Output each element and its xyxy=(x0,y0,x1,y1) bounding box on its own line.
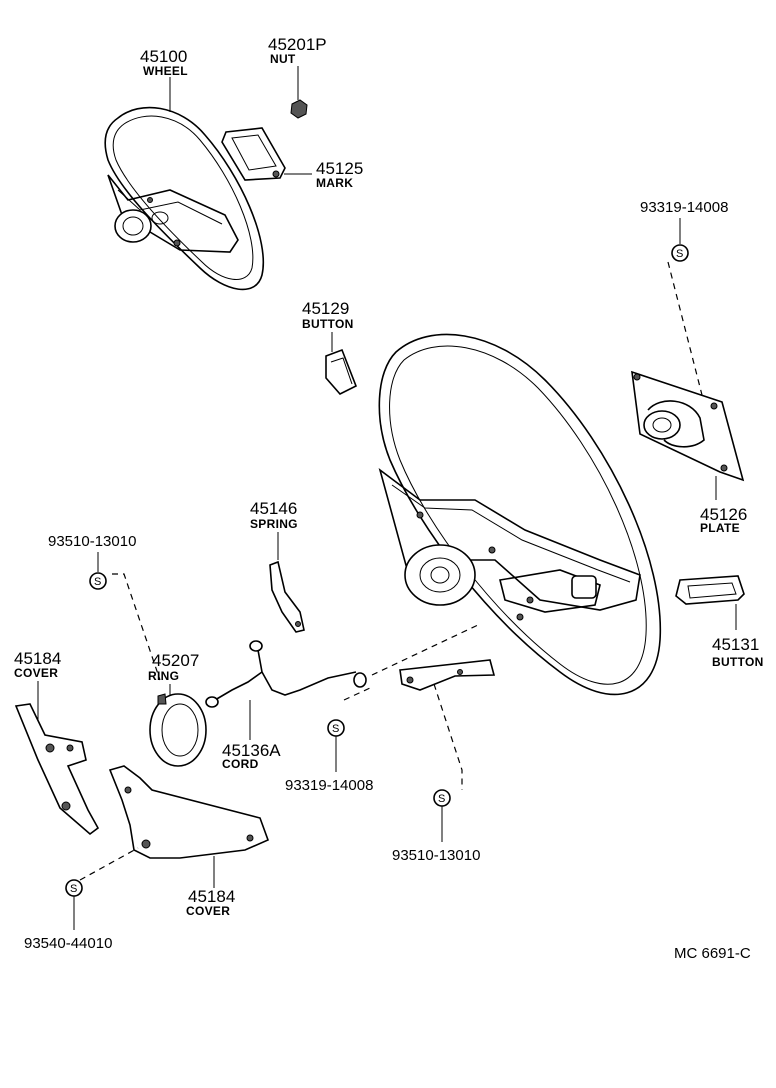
cover-bottom-part-number: 45184 xyxy=(188,887,235,906)
screw-left-part-number: 93510-13010 xyxy=(48,533,136,550)
plate-part-name: PLATE xyxy=(700,521,740,535)
diagram-reference-code: MC 6691-C xyxy=(674,945,751,962)
ring-drawing xyxy=(149,693,207,767)
bracket-drawing xyxy=(399,659,496,691)
wheel-large-drawing xyxy=(378,333,662,696)
spring-drawing xyxy=(269,560,305,633)
button-131-drawing xyxy=(675,575,745,605)
wheel-part-number: 45100 xyxy=(140,47,187,66)
plate-drawing xyxy=(631,370,745,482)
spring-part-name: SPRING xyxy=(250,517,298,531)
plate-part-number: 45126 xyxy=(700,505,747,524)
cord-part-number: 45136A xyxy=(222,741,281,760)
cover-left-part-name: COVER xyxy=(14,666,58,680)
wheel-small-drawing xyxy=(104,106,264,291)
s-symbol-letter: S xyxy=(676,248,683,260)
s-symbol-icon xyxy=(89,572,107,590)
button-129-part-name: BUTTON xyxy=(302,317,354,331)
screw-bottom-part-number: 93510-13010 xyxy=(392,847,480,864)
cover-bottom-part-name: COVER xyxy=(186,904,230,918)
s-symbol-letter: S xyxy=(332,723,339,735)
button-131-part-number: 45131 xyxy=(712,635,759,654)
button-129-drawing xyxy=(325,348,358,395)
s-symbol-icon xyxy=(671,244,689,262)
ring-part-number: 45207 xyxy=(152,651,199,670)
button-131-part-name: BUTTON xyxy=(712,655,764,669)
wheel-part-name: WHEEL xyxy=(143,64,188,78)
screw-top-part-number: 93319-14008 xyxy=(640,199,728,216)
nut-drawing xyxy=(290,99,308,119)
mark-part-number: 45125 xyxy=(316,159,363,178)
cover-bottom-drawing xyxy=(108,765,270,859)
mark-part-name: MARK xyxy=(316,176,353,190)
screw-mid-part-number: 93319-14008 xyxy=(285,777,373,794)
button-129-part-number: 45129 xyxy=(302,299,349,318)
cover-left-drawing xyxy=(14,703,100,836)
s-symbol-letter: S xyxy=(438,793,445,805)
spring-part-number: 45146 xyxy=(250,499,297,518)
cover-left-part-number: 45184 xyxy=(14,649,61,668)
s-symbol-letter: S xyxy=(70,883,77,895)
ring-part-name: RING xyxy=(148,669,179,683)
screw-cover-part-number: 93540-44010 xyxy=(24,935,112,952)
nut-part-name: NUT xyxy=(270,52,296,66)
cord-part-name: CORD xyxy=(222,757,259,771)
nut-part-number: 45201P xyxy=(268,35,327,54)
s-symbol-letter: S xyxy=(94,576,101,588)
cord-drawing xyxy=(205,640,367,708)
